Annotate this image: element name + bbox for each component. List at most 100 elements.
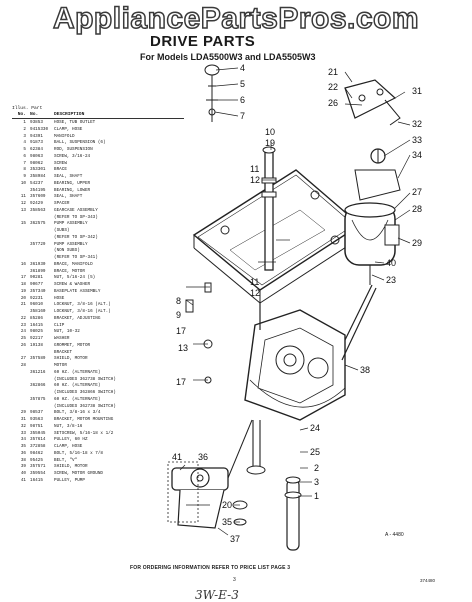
cell-illus-no: 17 xyxy=(20,275,26,281)
cell-part-no xyxy=(30,377,54,384)
page-number: 3 xyxy=(233,577,236,583)
callout-2: 2 xyxy=(314,463,319,473)
callout-20: 20 xyxy=(222,500,232,510)
cell-illus-no: 36 xyxy=(20,450,26,456)
cell-description: SCREW, 3/16-24 xyxy=(54,153,91,159)
fasteners xyxy=(185,282,213,384)
cell-illus-no xyxy=(12,377,30,384)
cell-part-no: 93563 xyxy=(30,417,43,423)
cell-illus-no: 8 xyxy=(23,167,26,173)
cell-part-no: 98063 xyxy=(30,153,43,159)
cell-illus-no: 34 xyxy=(20,437,26,443)
table-row: 361899 BRACE, MOTOR xyxy=(12,269,184,276)
cell-description: (REFER TO SP-342) xyxy=(54,234,98,240)
cell-part-no: 85286 xyxy=(30,315,43,321)
cell-illus-no: 7 xyxy=(23,160,26,166)
cell-illus-no: 2 xyxy=(23,126,26,132)
cell-part-no xyxy=(30,228,54,235)
cell-description: PUMP ASSEMBLY xyxy=(54,241,88,247)
cell-part-no: 361930 xyxy=(30,261,46,267)
cell-description: SEAL, SHAFT xyxy=(54,174,83,180)
cell-part-no: 16415 xyxy=(30,322,43,328)
cell-illus-no xyxy=(12,235,30,242)
cell-description: LOCKNUT, 3/8-16 (ALT.) xyxy=(54,309,111,315)
cell-description: PUMP ASSEMBLY xyxy=(54,221,88,227)
cell-part-no: 94391 xyxy=(30,133,43,139)
cell-description: (REFER TO SP-341) xyxy=(54,255,98,261)
cell-part-no: 354195 xyxy=(30,187,46,193)
table-row: (NON SUBS) xyxy=(12,248,184,255)
cell-part-no: 91873 xyxy=(30,140,43,146)
cell-illus-no: 31 xyxy=(20,417,26,423)
cell-description: HOSE xyxy=(54,295,65,301)
cell-description: 60 HZ. (ALTERNATE) xyxy=(54,369,101,375)
cell-illus-no: 26 xyxy=(20,342,26,348)
header-no: No. xyxy=(17,111,26,117)
document-code: 374480 xyxy=(420,578,436,583)
callout-41: 41 xyxy=(172,452,182,462)
cell-illus-no: 39 xyxy=(20,464,26,470)
cell-illus-no xyxy=(12,370,30,377)
cell-description: BOLT, 5/16-18 x 7/8 xyxy=(54,450,103,456)
callout-31: 31 xyxy=(412,86,422,96)
cell-part-no xyxy=(30,255,54,262)
cell-part-no xyxy=(30,235,54,242)
callout-27: 27 xyxy=(412,187,422,197)
cell-description: BRACE, MOTOR xyxy=(54,268,85,274)
callout-13: 13 xyxy=(178,343,188,353)
cell-part-no xyxy=(30,248,54,255)
cell-part-no: 359554 xyxy=(30,471,46,477)
cell-part-no xyxy=(30,215,54,222)
cell-illus-no: 32 xyxy=(20,423,26,429)
cell-illus-no xyxy=(12,242,30,249)
figure-label: A - 4480 xyxy=(385,532,404,538)
table-header: No. No. DESCRIPTION xyxy=(12,112,184,118)
callout-10: 10 xyxy=(265,127,275,137)
cell-illus-no xyxy=(12,228,30,235)
cell-illus-no: 29 xyxy=(20,410,26,416)
header-part: No. xyxy=(30,111,39,117)
cell-part-no: 361899 xyxy=(30,268,46,274)
cell-part-no: 362866 xyxy=(30,383,46,389)
cell-illus-no xyxy=(12,404,30,411)
cell-illus-no: 35 xyxy=(20,444,26,450)
cell-illus-no: 27 xyxy=(20,356,26,362)
cell-illus-no: 10 xyxy=(20,180,26,186)
cell-description: MOTOR xyxy=(54,363,67,369)
pump-assembly xyxy=(167,419,253,529)
leader-lines xyxy=(179,67,411,536)
callout-32: 32 xyxy=(412,119,422,129)
cell-illus-no xyxy=(12,397,30,404)
gearcase xyxy=(244,303,346,421)
motor xyxy=(344,202,400,285)
cell-description: BRACKET xyxy=(54,349,73,355)
callout-4: 4 xyxy=(240,63,245,73)
callout-22: 22 xyxy=(328,82,338,92)
header-rule xyxy=(12,118,184,120)
cell-part-no: 372858 xyxy=(30,444,46,450)
cell-description: BRACKET, ADJUSTING xyxy=(54,315,101,321)
cell-part-no: 54237 xyxy=(30,180,43,186)
cell-description: WASHER xyxy=(54,336,70,342)
cell-part-no: 358160 xyxy=(30,309,46,315)
cell-description: SETSCREW, 5/16-18 x 1/2 xyxy=(54,430,114,436)
cell-part-no: 358563 xyxy=(30,207,46,213)
cell-part-no: 355045 xyxy=(30,430,46,436)
cell-description: PULLEY, 60 HZ xyxy=(54,437,88,443)
callout-labels: 4 5 6 7 10 19 11 12 11 12 8 9 17 13 17 2… xyxy=(172,63,422,544)
cell-illus-no xyxy=(12,215,30,222)
